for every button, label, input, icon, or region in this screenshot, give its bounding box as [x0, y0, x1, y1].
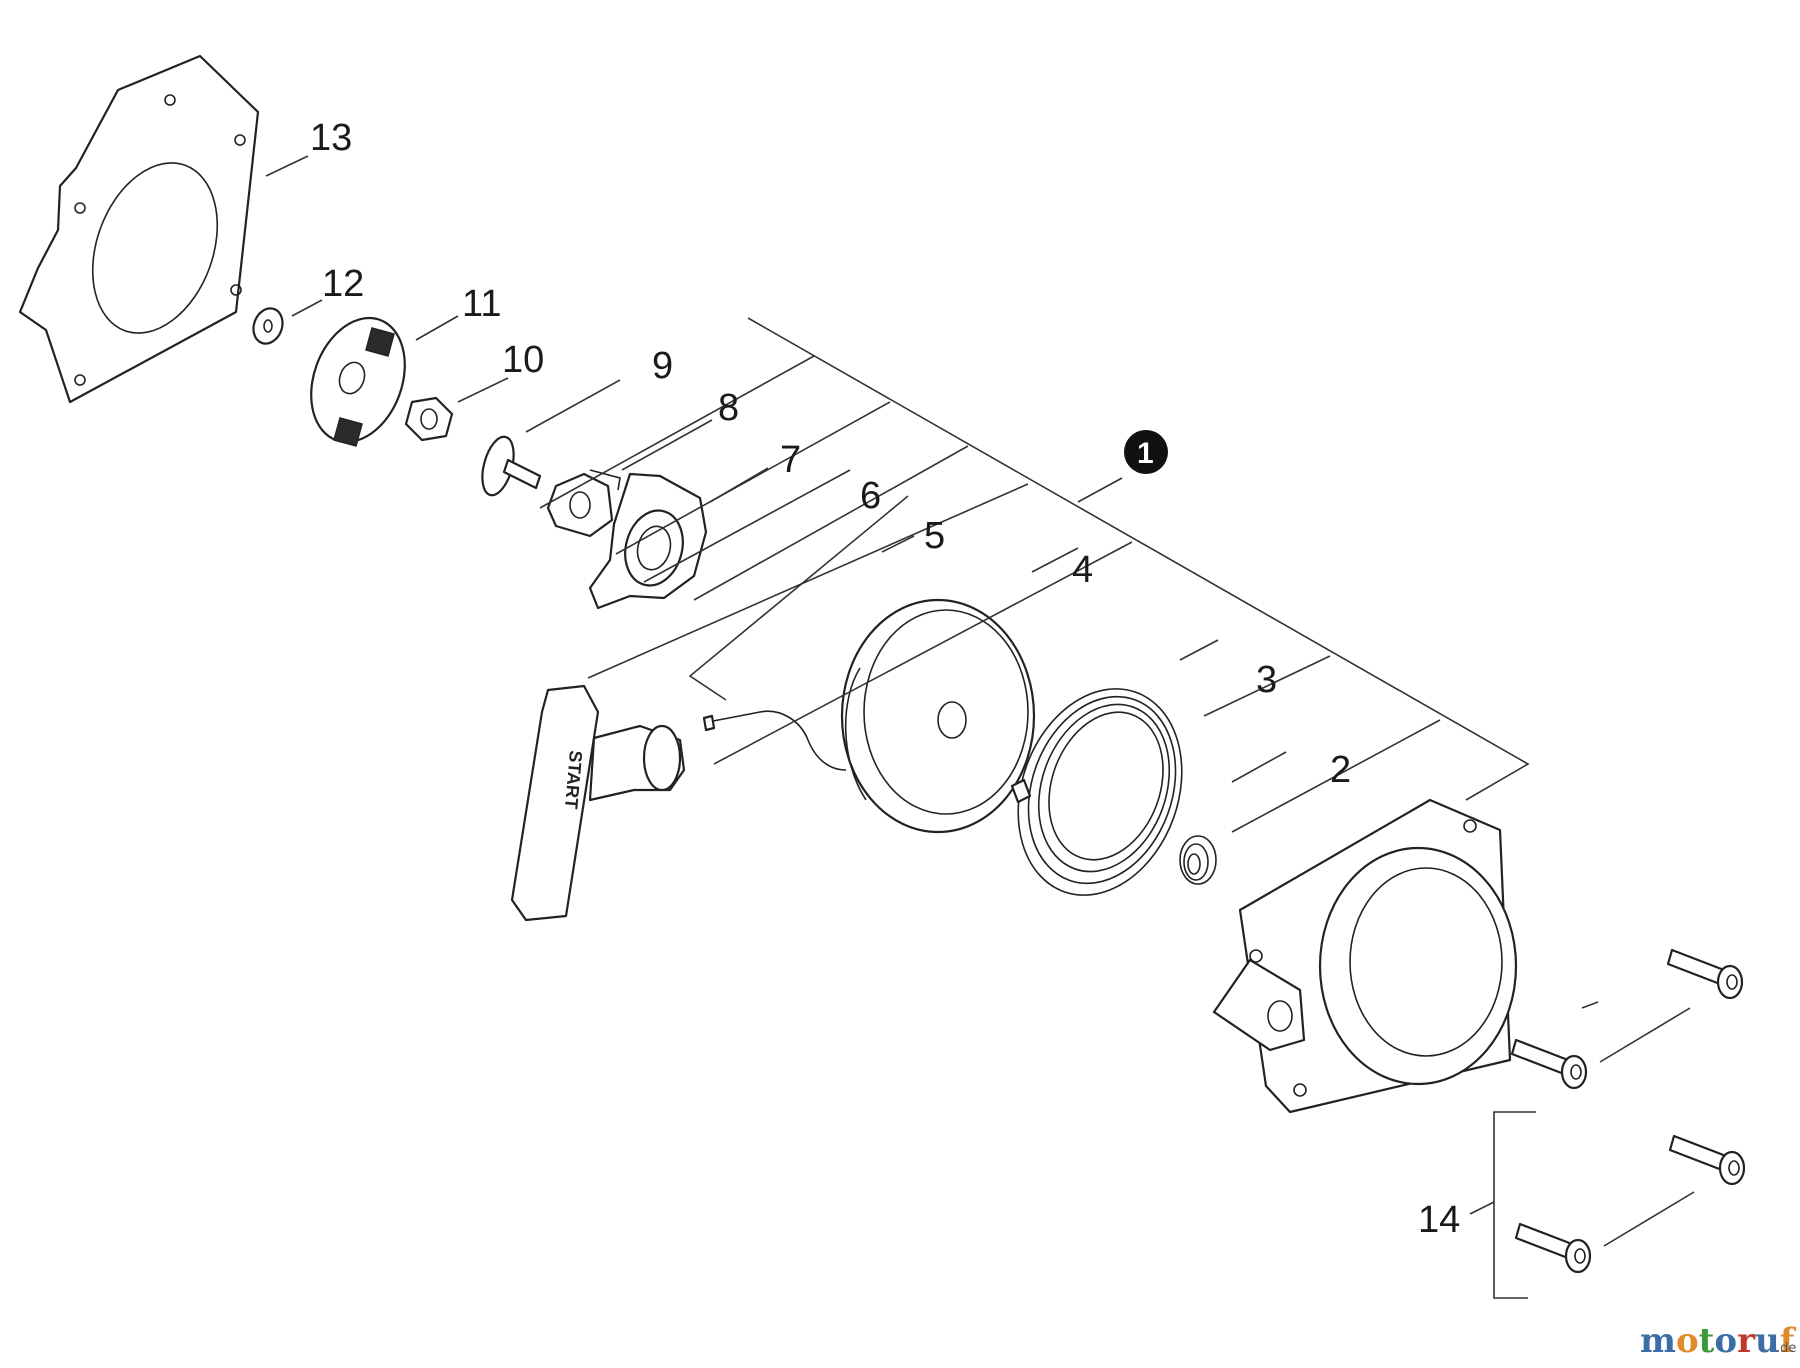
- label-13: 13: [310, 117, 352, 159]
- callout-1: 1: [1124, 430, 1168, 474]
- label-9: 9: [652, 345, 673, 387]
- label-1: 1: [1137, 437, 1154, 470]
- starter-housing: [1212, 798, 1518, 1114]
- part-12-washer: [252, 307, 284, 345]
- part-7-ratchet: [588, 472, 708, 610]
- wm-o2: o: [1714, 1321, 1737, 1361]
- label-6: 6: [860, 475, 881, 517]
- wm-f: f: [1780, 1321, 1797, 1361]
- label-14: 14: [1418, 1199, 1460, 1241]
- part-10-nut: [404, 396, 454, 442]
- label-4: 4: [1072, 549, 1093, 591]
- label-5: 5: [924, 515, 945, 557]
- part-8-pawl: [546, 469, 621, 538]
- wm-m: m: [1640, 1321, 1676, 1361]
- label-10: 10: [502, 339, 544, 381]
- part-9-screw: [481, 435, 542, 497]
- part-3-recoil-spring: [1010, 688, 1183, 896]
- part-11-drive-hub: [310, 316, 406, 447]
- label-2: 2: [1330, 749, 1351, 791]
- wm-r: r: [1737, 1321, 1756, 1361]
- leader-lines: [265, 155, 1695, 1299]
- bolt-1: [1666, 948, 1744, 1000]
- part-4-pulley: [840, 598, 1036, 834]
- bolt-4: [1514, 1222, 1592, 1274]
- part-6-start-handle: START: [510, 684, 686, 922]
- wm-t: t: [1699, 1321, 1715, 1361]
- label-8: 8: [718, 387, 739, 429]
- label-11: 11: [462, 283, 501, 325]
- bolt-3: [1668, 1134, 1746, 1186]
- wm-tld: .de: [1776, 1341, 1796, 1356]
- bolt-2: [1510, 1038, 1588, 1090]
- svg-text:motoruf: motoruf: [1640, 1321, 1797, 1361]
- wm-o: o: [1676, 1321, 1699, 1361]
- label-7: 7: [780, 439, 801, 481]
- watermark-logo: motoruf .de: [1640, 1321, 1797, 1361]
- wm-u: u: [1755, 1321, 1780, 1361]
- part-14-bolts: [1510, 948, 1746, 1274]
- part-2-small-spring: [1179, 835, 1217, 885]
- part-5-rope: [702, 710, 847, 771]
- part-13-mounting-plate: [18, 54, 260, 404]
- part-labels: 13 12 11 10 9 8 7 6 5 4 3 2 14 1: [310, 117, 1460, 1241]
- label-12: 12: [322, 263, 364, 305]
- label-3: 3: [1256, 659, 1277, 701]
